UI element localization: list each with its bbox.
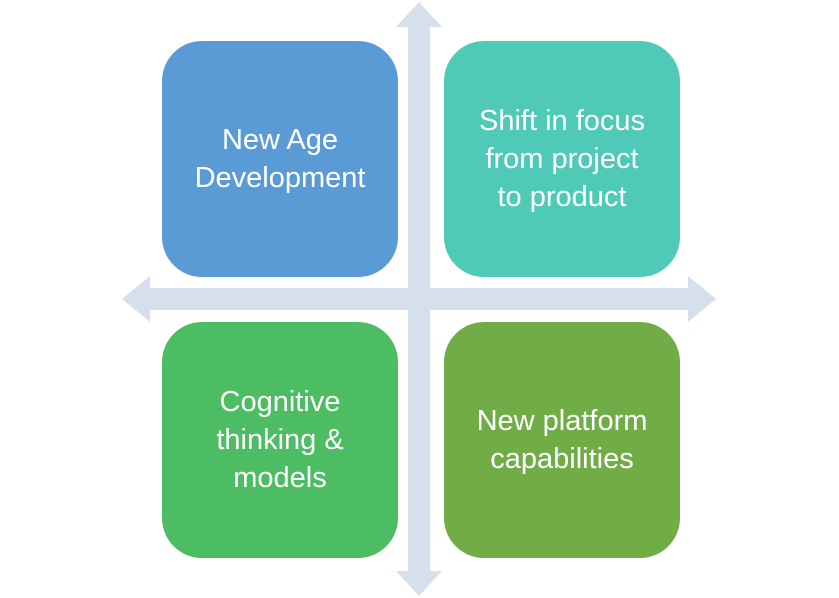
quadrant-bottom-left-cognitive-thinking: Cognitive thinking & models bbox=[162, 322, 398, 558]
horizontal-axis-arrow bbox=[122, 276, 716, 322]
quadrant-bottom-left-label: Cognitive thinking & models bbox=[216, 386, 344, 494]
quadrant-bottom-right-label: New platform capabilities bbox=[476, 405, 648, 475]
quadrant-top-right-shift-in-focus: Shift in focus from project to product bbox=[444, 41, 680, 277]
quadrant-top-right-label: Shift in focus from project to product bbox=[478, 105, 646, 213]
quadrant-top-left-new-age-development: New Age Development bbox=[162, 41, 398, 277]
quadrant-top-left-label: New Age Development bbox=[194, 124, 366, 194]
quadrant-bottom-right-new-platform: New platform capabilities bbox=[444, 322, 680, 558]
